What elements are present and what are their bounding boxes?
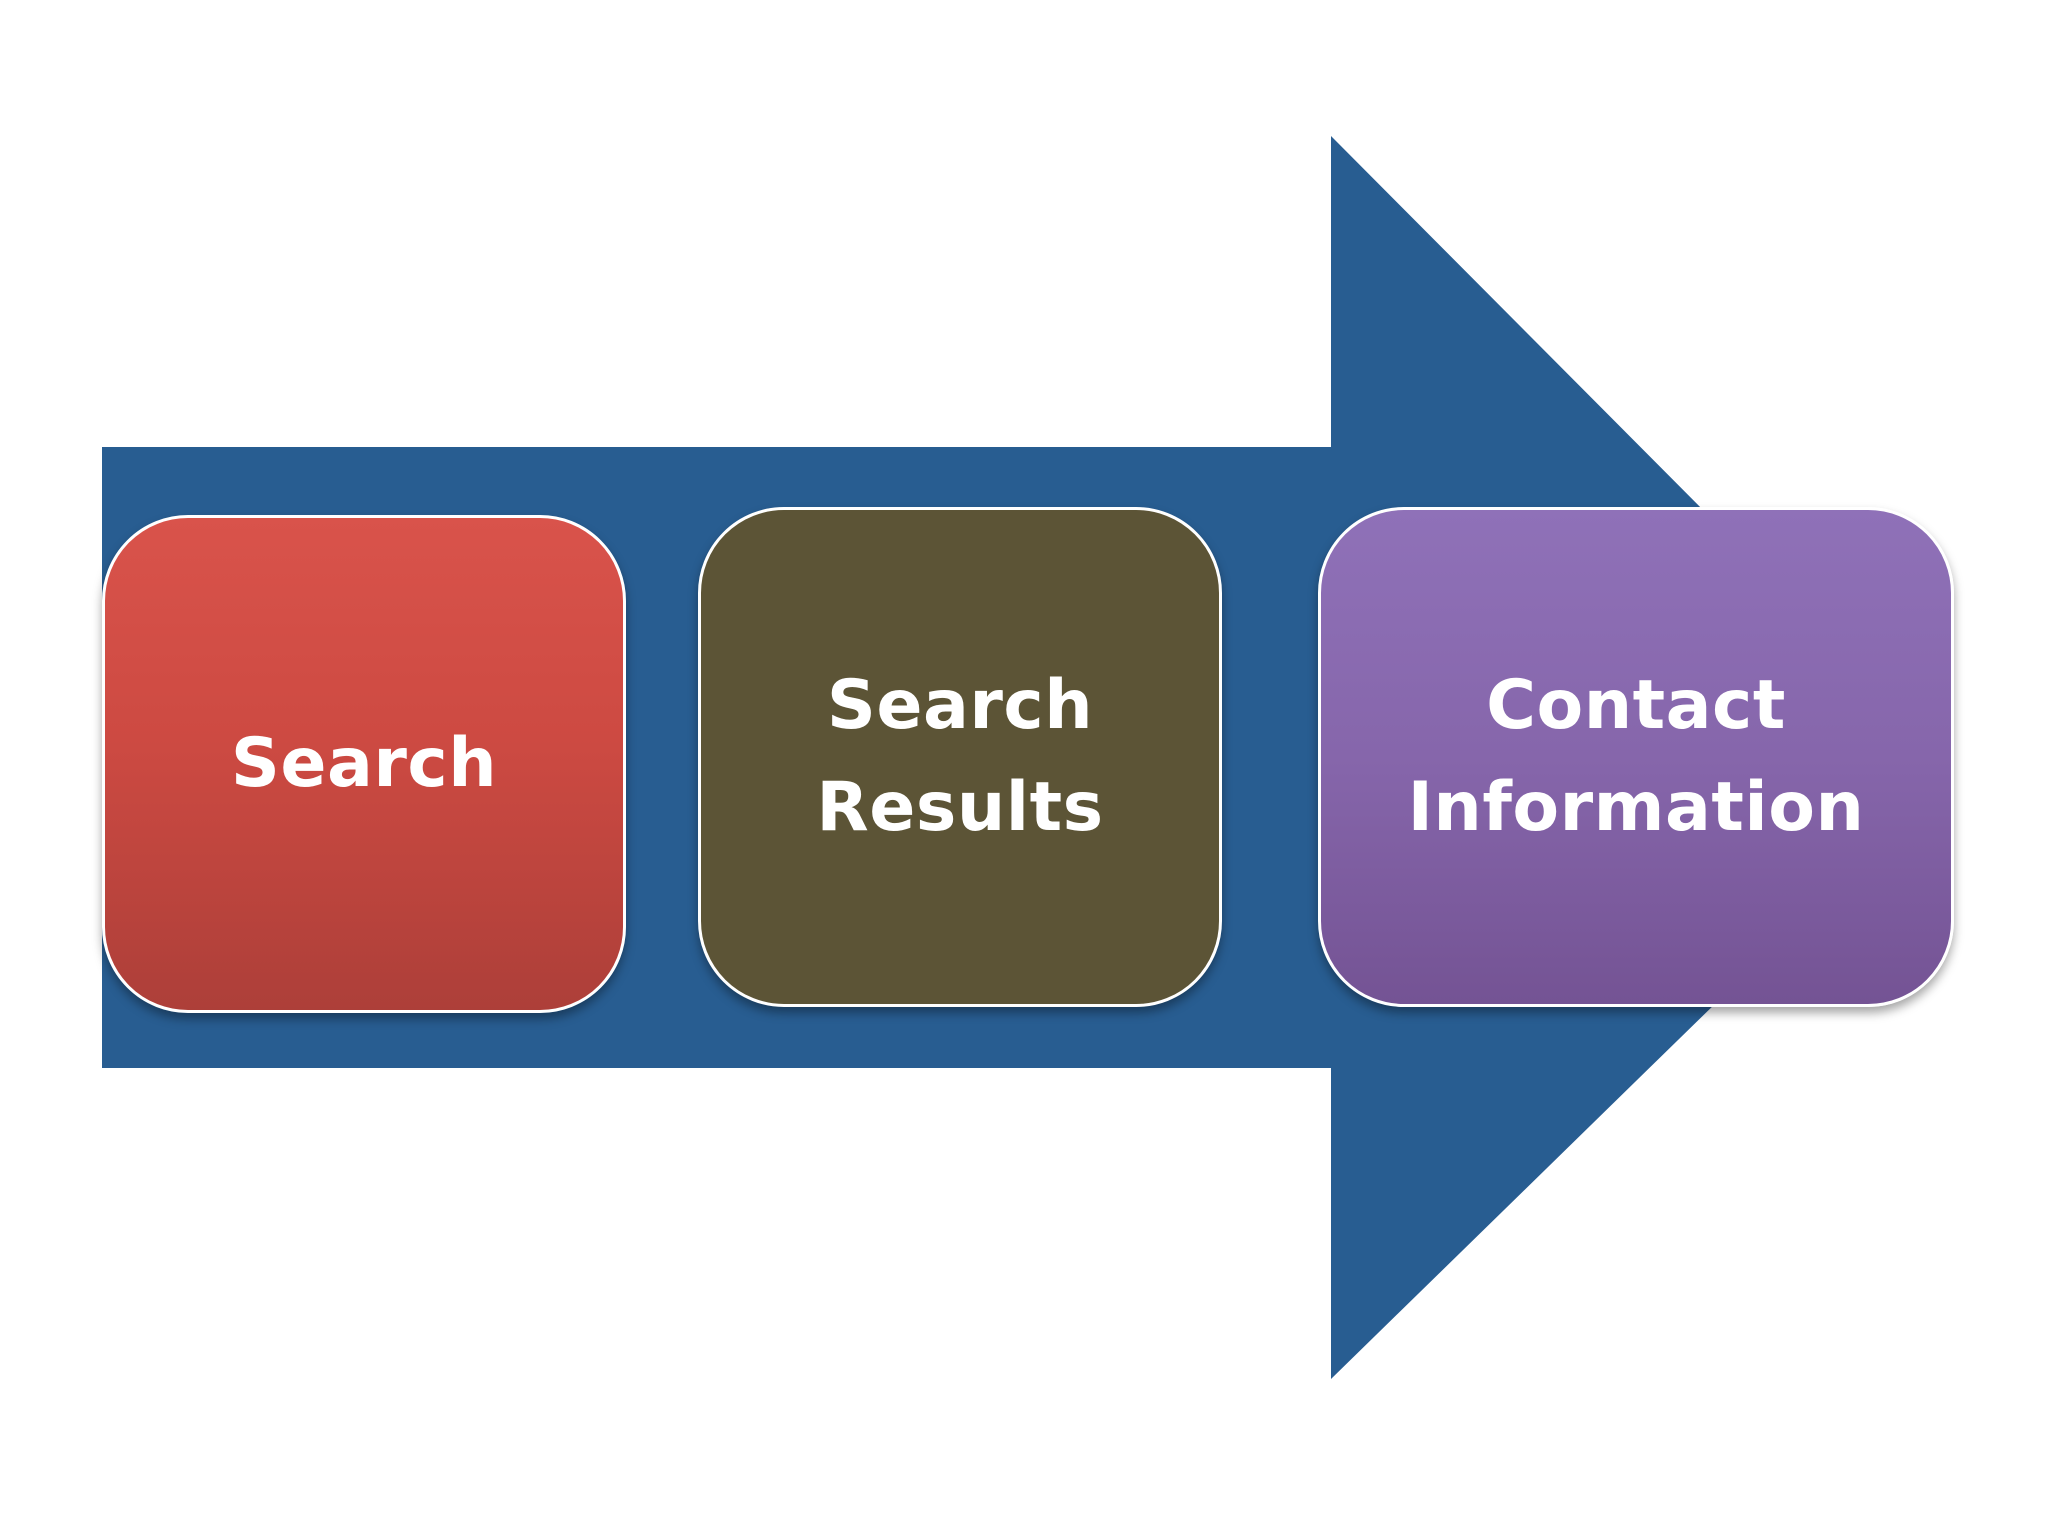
step-search-label: Search xyxy=(230,724,498,803)
step-search-results[interactable]: Search Results xyxy=(698,507,1222,1007)
step-search[interactable]: Search xyxy=(102,515,626,1013)
step-search-results-label: Search Results xyxy=(816,666,1104,847)
step-contact-information[interactable]: Contact Information xyxy=(1318,507,1954,1007)
step-contact-information-label: Contact Information xyxy=(1407,666,1865,847)
